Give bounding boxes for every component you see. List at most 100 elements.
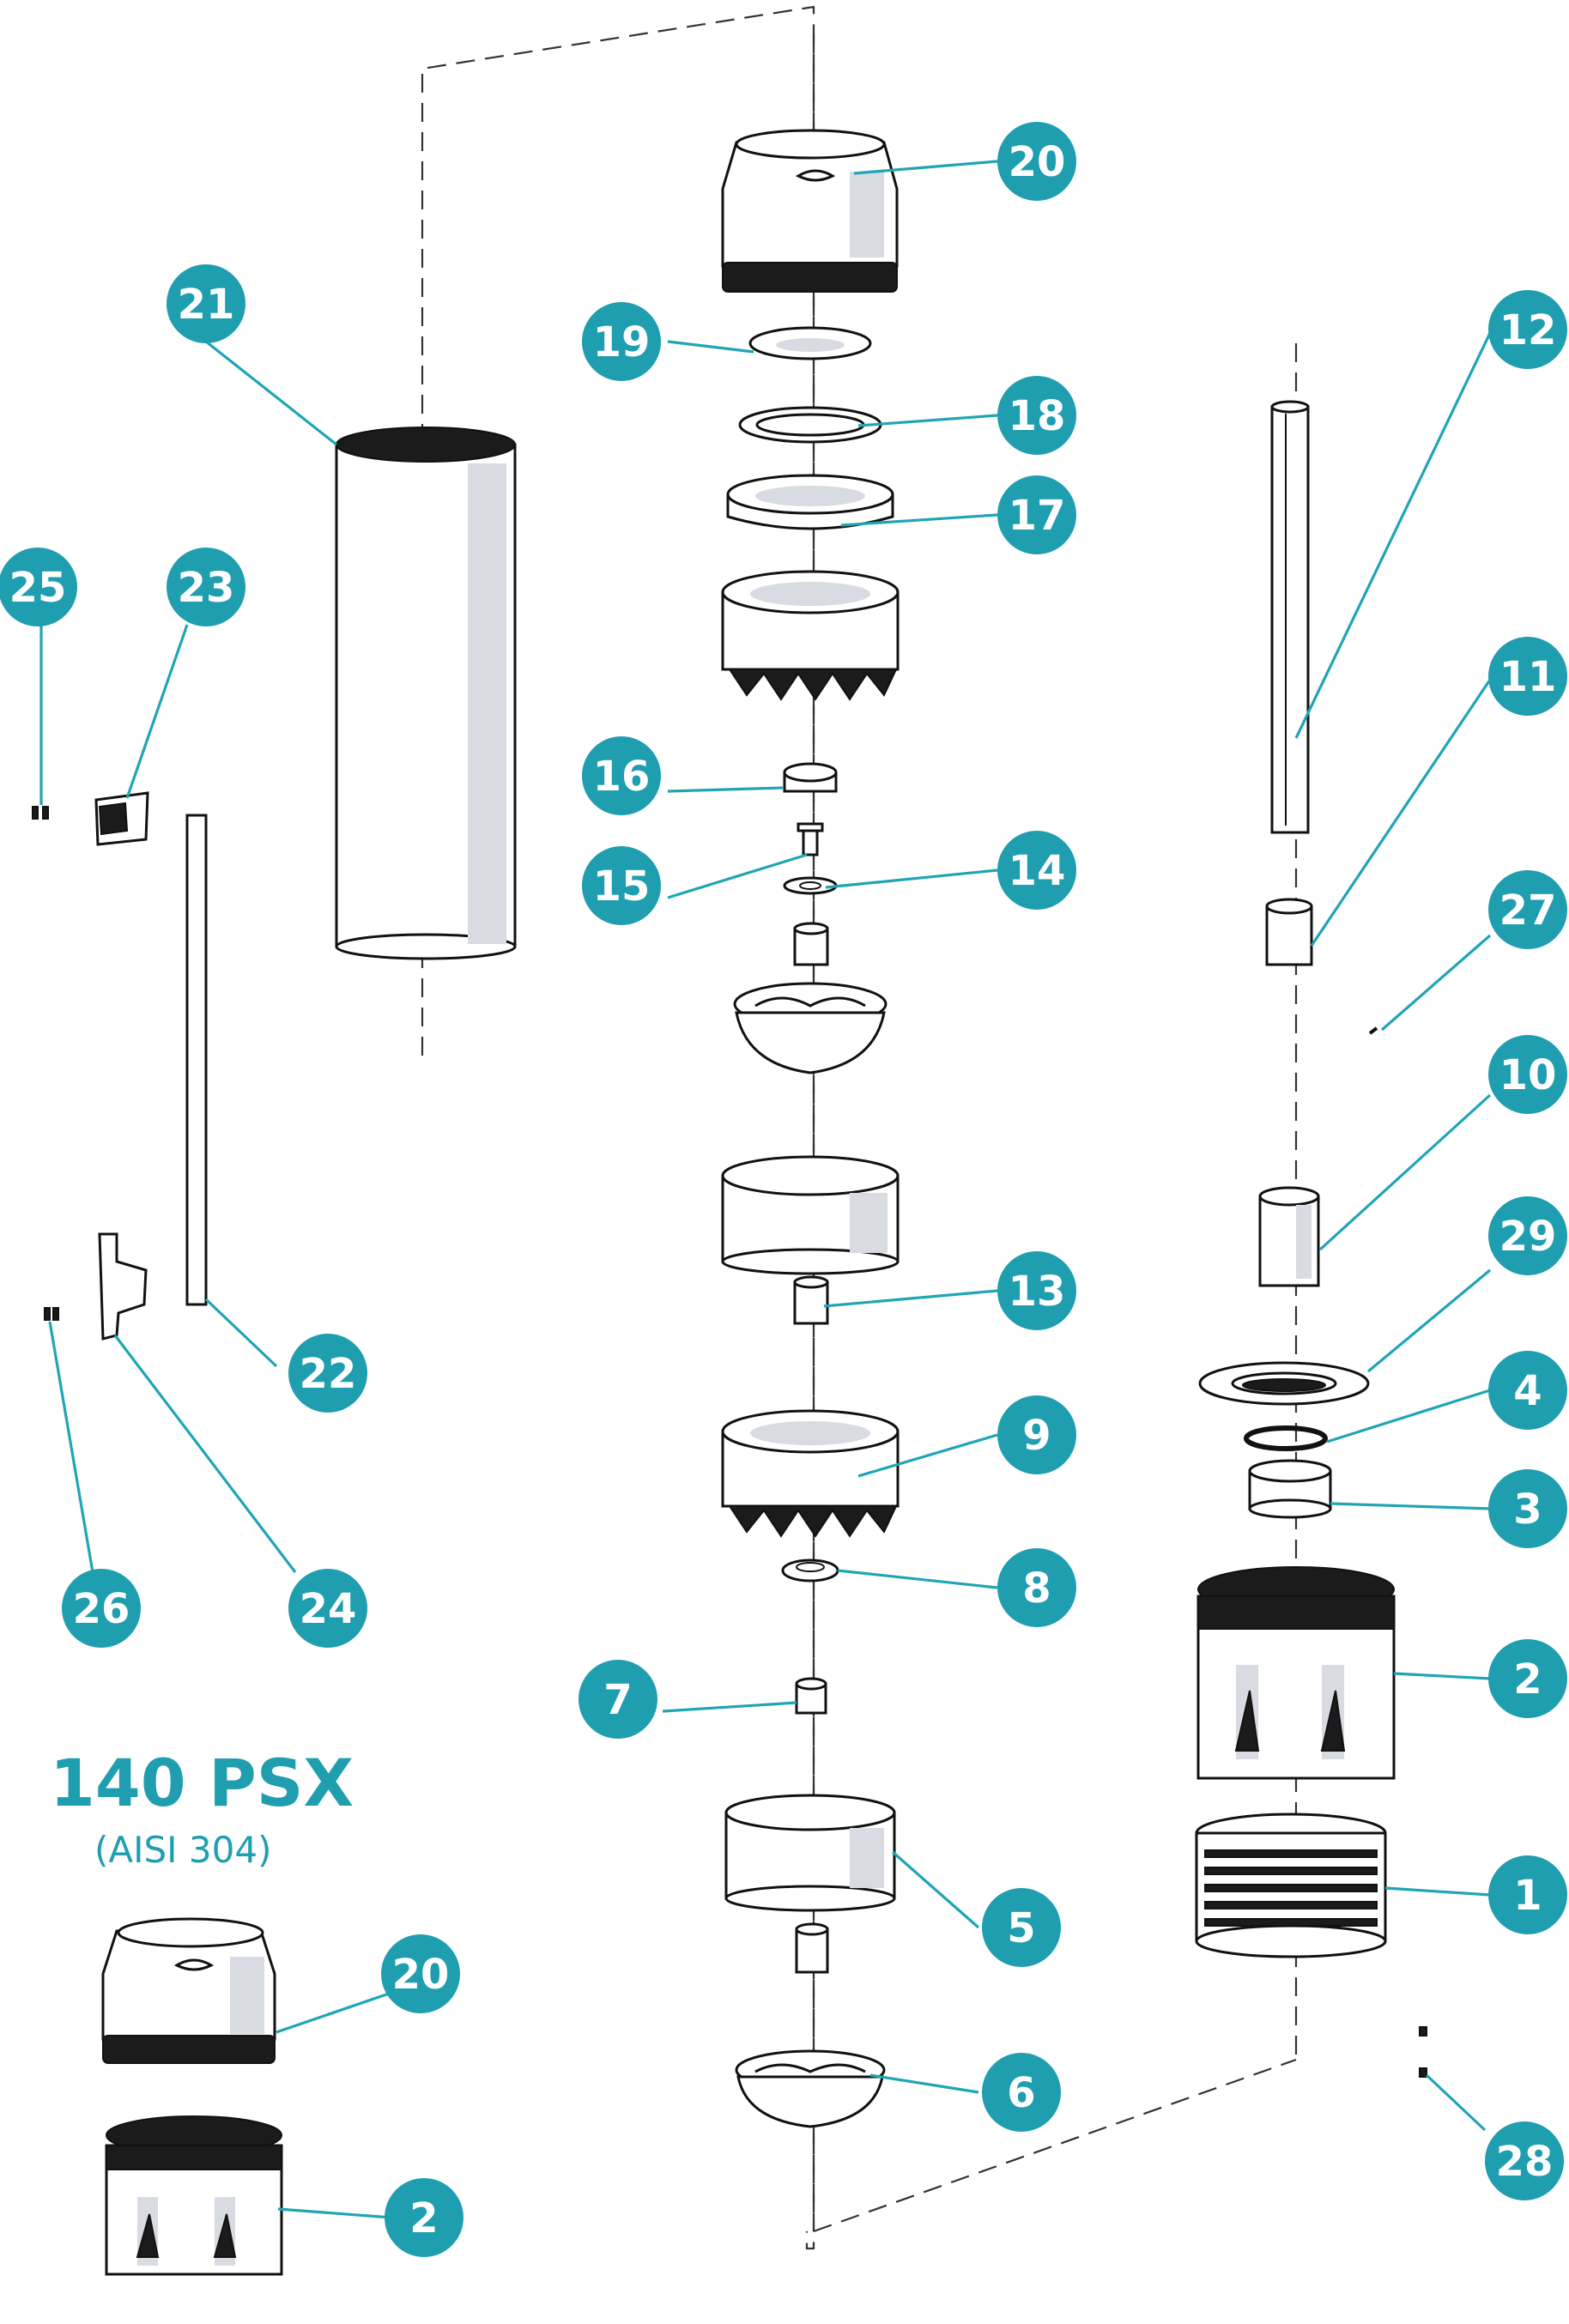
callout-number: 25 bbox=[9, 564, 67, 612]
callout-number: 8 bbox=[1022, 1564, 1051, 1613]
callout-badge bbox=[1488, 1639, 1567, 1718]
callout-badge bbox=[1488, 870, 1567, 949]
callout-c16: 16 bbox=[582, 736, 661, 815]
callout-c17: 17 bbox=[997, 475, 1076, 554]
callout-badge bbox=[997, 1251, 1076, 1330]
callout-number: 22 bbox=[300, 1350, 357, 1398]
part-12-shaft bbox=[1270, 400, 1310, 834]
callout-badge bbox=[1488, 1469, 1567, 1548]
callout-badge bbox=[997, 475, 1076, 554]
part-3-bush bbox=[1248, 1459, 1332, 1519]
callout-c27: 27 bbox=[1488, 870, 1567, 949]
callout-c22: 22 bbox=[288, 1334, 367, 1413]
callout-number: 18 bbox=[1009, 392, 1066, 440]
callout-number: 4 bbox=[1513, 1367, 1542, 1415]
callout-number: 11 bbox=[1499, 653, 1557, 701]
diagram-title: 140 PSX bbox=[50, 1745, 354, 1821]
callout-c14: 14 bbox=[997, 831, 1076, 910]
callout-badge bbox=[381, 1934, 460, 2013]
callout-badge bbox=[997, 122, 1076, 201]
callout-c26: 26 bbox=[62, 1569, 141, 1648]
callout-c4: 4 bbox=[1488, 1351, 1567, 1430]
part-discharge-head-lower bbox=[101, 1917, 276, 2064]
callout-badge bbox=[982, 2053, 1061, 2132]
callout-c21: 21 bbox=[167, 264, 245, 343]
callout-number: 2 bbox=[1513, 1655, 1542, 1704]
part-23-clip bbox=[94, 791, 149, 846]
part-suction-casing-lower bbox=[105, 2115, 283, 2276]
callout-number: 26 bbox=[73, 1585, 130, 1633]
part-24-clip bbox=[98, 1232, 148, 1341]
part-13-bush bbox=[793, 1275, 829, 1325]
callout-number: 19 bbox=[593, 318, 651, 366]
callout-c24: 24 bbox=[288, 1569, 367, 1648]
part-upper-diffuser bbox=[721, 570, 900, 701]
part-2-suction-casing bbox=[1196, 1566, 1396, 1780]
part-28-screws bbox=[1419, 2026, 1427, 2078]
callout-badge bbox=[579, 1660, 657, 1739]
part-7-bush bbox=[795, 1677, 827, 1715]
callout-badge bbox=[997, 376, 1076, 455]
callout-badge bbox=[288, 1334, 367, 1413]
callout-badge bbox=[997, 831, 1076, 910]
callout-number: 27 bbox=[1499, 887, 1557, 935]
callout-c8: 8 bbox=[997, 1548, 1076, 1627]
callout-c2a: 2 bbox=[1488, 1639, 1567, 1718]
part-9-diffuser bbox=[721, 1409, 900, 1538]
part-16-nut bbox=[783, 762, 838, 793]
callout-badge bbox=[582, 302, 661, 381]
part-upper-impeller bbox=[733, 982, 887, 1074]
part-15-screw bbox=[797, 822, 824, 856]
part-29-seat bbox=[1198, 1361, 1370, 1406]
callout-number: 21 bbox=[178, 281, 235, 329]
callout-badge bbox=[997, 1548, 1076, 1627]
part-upper-bowl bbox=[721, 1155, 900, 1275]
part-discharge-head bbox=[721, 129, 899, 293]
callout-c5: 5 bbox=[982, 1888, 1061, 1967]
part-6-impeller bbox=[735, 2049, 886, 2128]
part-22-cable-guard bbox=[185, 814, 208, 1306]
callout-number: 2 bbox=[409, 2194, 438, 2242]
callout-number: 12 bbox=[1499, 306, 1557, 354]
callout-number: 29 bbox=[1499, 1213, 1557, 1261]
callout-number: 6 bbox=[1007, 2069, 1035, 2117]
part-4-o-ring bbox=[1244, 1425, 1328, 1451]
part-8-nut bbox=[781, 1558, 839, 1583]
callout-badge bbox=[0, 548, 77, 626]
callout-number: 23 bbox=[178, 564, 235, 612]
part-spacer-upper bbox=[793, 922, 829, 966]
callout-badge bbox=[62, 1569, 141, 1648]
callout-badge bbox=[1485, 2121, 1564, 2200]
callout-badge bbox=[997, 1395, 1076, 1474]
callout-badge bbox=[1488, 1196, 1567, 1275]
callout-number: 15 bbox=[593, 862, 651, 911]
part-5-bowl bbox=[724, 1794, 896, 1912]
callout-number: 3 bbox=[1513, 1486, 1542, 1534]
part-19-disc bbox=[748, 326, 872, 360]
part-25-screw bbox=[32, 806, 49, 820]
callout-number: 10 bbox=[1499, 1051, 1557, 1099]
callout-c7: 7 bbox=[579, 1660, 657, 1739]
callout-c3: 3 bbox=[1488, 1469, 1567, 1548]
callout-c19: 19 bbox=[582, 302, 661, 381]
callout-badge bbox=[167, 548, 245, 626]
part-spacer-lower bbox=[795, 1922, 829, 1974]
callout-badge bbox=[1488, 1855, 1567, 1934]
callout-c12: 12 bbox=[1488, 290, 1567, 369]
callout-badge bbox=[167, 264, 245, 343]
callout-badge bbox=[1488, 637, 1567, 716]
callout-c15: 15 bbox=[582, 846, 661, 925]
callout-number: 1 bbox=[1513, 1872, 1542, 1920]
callout-badge bbox=[1488, 1035, 1567, 1114]
callout-number: 14 bbox=[1009, 847, 1066, 895]
callout-badge bbox=[1488, 290, 1567, 369]
leader-lines bbox=[39, 160, 1492, 2219]
callout-number: 28 bbox=[1496, 2138, 1554, 2186]
callout-number: 7 bbox=[603, 1676, 632, 1724]
callout-c23: 23 bbox=[167, 548, 245, 626]
callout-number: 20 bbox=[392, 1951, 450, 1999]
part-10-coupling-sleeve bbox=[1258, 1186, 1320, 1287]
part-14-washer bbox=[783, 876, 838, 895]
